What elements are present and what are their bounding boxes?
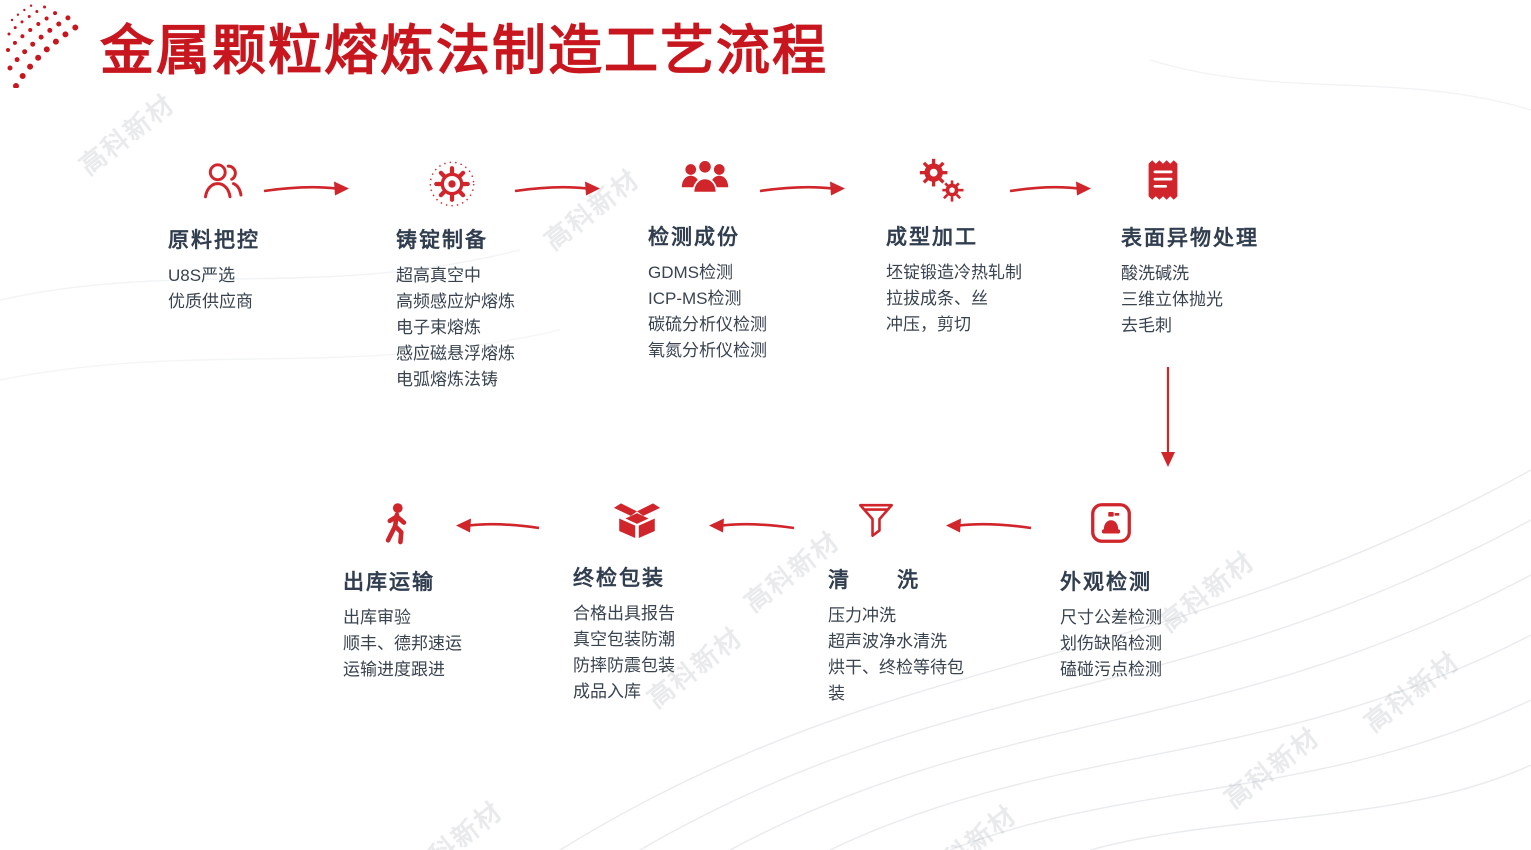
step-details: 合格出具报告 真空包装防潮 防摔防震包装 成品入库 [573,601,788,705]
step-raw-material-control: 原料把控 U8S严选 优质供应商 [168,160,383,315]
step-forming-processing: 成型加工 坯锭锻造冷热轧制 拉拔成条、丝 冲压，剪切 [886,157,1101,338]
detail-line: 磕碰污点检测 [1060,660,1162,679]
step-title: 铸锭制备 [396,229,488,252]
brand-dots-logo [4,0,100,93]
detail-line: GDMS检测 [648,263,733,282]
detail-line: 坯锭锻造冷热轧制 [886,263,1022,282]
detail-line: 三维立体抛光 [1121,290,1223,309]
detail-line: 高频感应炉熔炼 [396,292,515,311]
flow-arrow-left-2 [708,514,796,543]
step-composition-testing: 检测成份 GDMS检测 ICP-MS检测 碳硫分析仪检测 氧氮分析仪检测 [648,157,863,364]
step-details: 坯锭锻造冷热轧制 拉拔成条、丝 冲压，剪切 [886,260,1101,338]
detail-line: 氧氮分析仪检测 [648,341,767,360]
detail-line: 超高真空中 [396,266,481,285]
step-details: 压力冲洗 超声波净水清洗 烘干、终检等待包装 [828,603,978,707]
detail-line: 优质供应商 [168,292,253,311]
detail-line: 去毛刺 [1121,316,1172,335]
detail-line: U8S严选 [168,266,236,285]
step-title: 检测成份 [648,226,740,249]
step-details: 出库审验 顺丰、德邦速运 运输进度跟进 [343,605,558,683]
step-outbound-transport: 出库运输 出库审验 顺丰、德邦速运 运输进度跟进 [343,502,558,683]
step-title: 原料把控 [168,229,260,252]
detail-line: 冲压，剪切 [886,315,971,334]
detail-line: 合格出具报告 [573,604,675,623]
detail-line: 运输进度跟进 [343,660,445,679]
gear-icon [428,160,611,210]
step-details: 超高真空中 高频感应炉熔炼 电子束熔炼 感应磁悬浮熔炼 电弧熔炼法铸 [396,263,611,393]
flow-arrow-right-2 [513,177,601,206]
step-details: 尺寸公差检测 划伤缺陷检测 磕碰污点检测 [1060,605,1275,683]
detail-line: 超声波净水清洗 [828,632,947,651]
detail-line: 电弧熔炼法铸 [396,370,498,389]
receipt-icon [1145,158,1361,208]
flow-arrow-down [1159,365,1177,474]
inspection-stamp-icon [1090,502,1275,552]
step-title: 外观检测 [1060,571,1152,594]
step-title: 成型加工 [886,226,978,249]
detail-line: 压力冲洗 [828,606,896,625]
detail-line: 成品入库 [573,682,641,701]
detail-line: 尺寸公差检测 [1060,608,1162,627]
detail-line: 感应磁悬浮熔炼 [396,344,515,363]
detail-line: 划伤缺陷检测 [1060,634,1162,653]
detail-line: 烘干、终检等待包装 [828,658,964,703]
funnel-icon [856,500,1003,550]
step-details: GDMS检测 ICP-MS检测 碳硫分析仪检测 氧氮分析仪检测 [648,260,863,364]
step-details: 酸洗碱洗 三维立体抛光 去毛刺 [1121,261,1361,339]
detail-line: 出库审验 [343,608,411,627]
step-title: 终检包装 [573,567,665,590]
step-cleaning: 清 洗 压力冲洗 超声波净水清洗 烘干、终检等待包装 [828,500,1003,707]
flow-arrow-left-3 [455,514,541,543]
step-surface-treatment: 表面异物处理 酸洗碱洗 三维立体抛光 去毛刺 [1121,158,1361,339]
open-box-icon [613,498,788,548]
step-title: 表面异物处理 [1121,227,1259,250]
detail-line: 酸洗碱洗 [1121,264,1189,283]
step-title: 清 洗 [828,569,920,592]
detail-line: 防摔防震包装 [573,656,675,675]
flow-arrow-right-4 [1008,177,1092,206]
detail-line: 拉拔成条、丝 [886,289,988,308]
page-title: 金属颗粒熔炼法制造工艺流程 [100,18,828,82]
detail-line: 顺丰、德邦速运 [343,634,462,653]
step-ingot-preparation: 铸锭制备 超高真空中 高频感应炉熔炼 电子束熔炼 感应磁悬浮熔炼 电弧熔炼法铸 [396,160,611,393]
step-title: 出库运输 [343,571,435,594]
detail-line: ICP-MS检测 [648,289,742,308]
flow-arrow-right-1 [262,177,350,206]
step-final-packaging: 终检包装 合格出具报告 真空包装防潮 防摔防震包装 成品入库 [573,498,788,705]
step-appearance-inspection: 外观检测 尺寸公差检测 划伤缺陷检测 磕碰污点检测 [1060,502,1275,683]
flow-arrow-right-3 [758,177,846,206]
team-icon [680,157,863,207]
step-details: U8S严选 优质供应商 [168,263,383,315]
detail-line: 真空包装防潮 [573,630,675,649]
detail-line: 碳硫分析仪检测 [648,315,767,334]
flow-arrow-left-1 [943,514,1033,543]
walking-person-icon [381,502,558,552]
double-gear-icon [918,157,1101,207]
detail-line: 电子束熔炼 [396,318,481,337]
users-icon [200,160,383,210]
